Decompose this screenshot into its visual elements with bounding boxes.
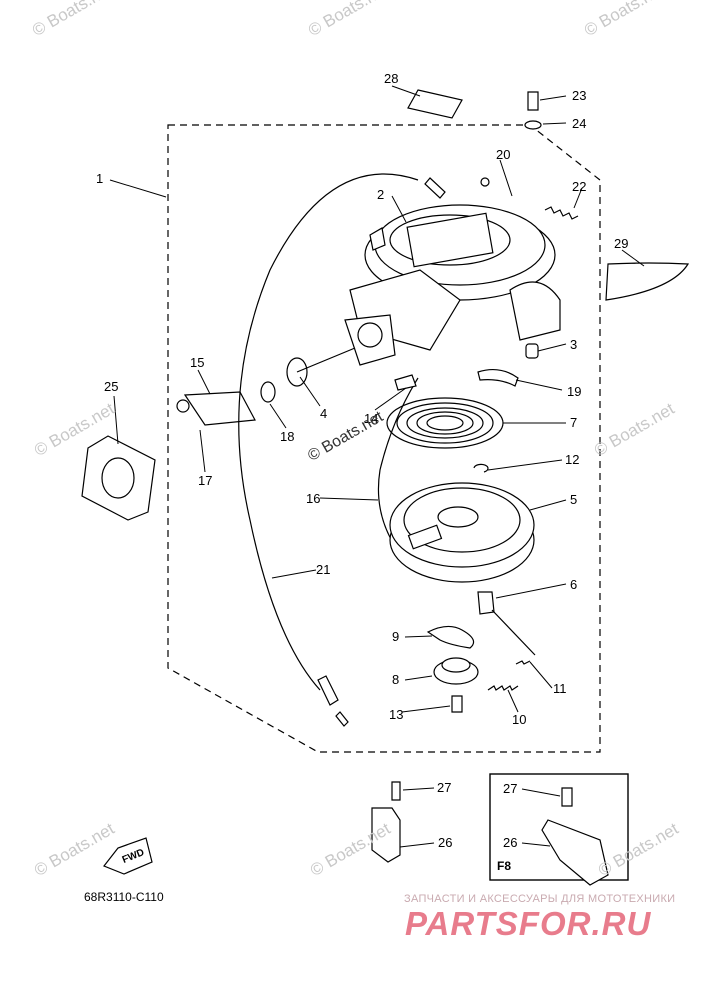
starter-cable [238,173,419,691]
inset-tag: F8 [497,859,512,873]
label-4: 4 [320,406,328,421]
label-29: 29 [614,236,629,251]
leader-line [399,842,435,848]
return-spring [487,685,519,691]
label-21: 21 [316,562,331,577]
bolt-13 [451,695,463,713]
label-19: 19 [567,384,582,399]
inset-label-26: 26 [503,835,518,850]
drive-plate [433,657,479,685]
leader-line [621,249,645,267]
leader-line [109,179,167,198]
leader-line [374,387,407,411]
leader-line [299,376,321,407]
leader-line [495,583,567,599]
brand-logo[interactable]: PARTSFOR.RU [405,905,652,942]
leader-line [199,429,206,473]
spiral-spring [386,397,504,449]
label-28: 28 [384,71,399,86]
leader-line [404,675,433,681]
label-18: 18 [280,429,295,444]
label-23: 23 [572,88,587,103]
bolt-23 [527,91,539,111]
label-10: 10 [512,712,527,727]
leader-line [113,395,119,445]
leader-line [529,661,553,689]
starter-rope [377,377,419,561]
leader-line [521,842,551,847]
promo-text: ЗАПЧАСТИ И АКСЕССУАРЫ ДЛЯ МОТОТЕХНИКИ [404,893,676,905]
label-2: 2 [377,187,385,202]
label-13: 13 [389,707,404,722]
leader-line [391,195,407,223]
washer [524,120,542,130]
leader-line [391,85,421,97]
drive-pawl [477,591,495,615]
label-15: 15 [190,355,205,370]
label-plate [407,89,463,119]
leader-line [197,369,211,395]
label-3: 3 [570,337,578,352]
starter-case [349,204,561,351]
leader-line [401,705,451,713]
decal-plate [605,262,690,301]
leader-line [539,95,567,101]
label-27: 27 [437,780,452,795]
bracket [371,781,401,863]
label-1: 1 [96,171,104,186]
label-17: 17 [198,473,213,488]
pawl-spring [515,660,531,665]
pulley [389,482,535,583]
leader-line [319,497,379,501]
inset-box [489,773,629,881]
label-9: 9 [392,629,400,644]
leader-line [529,499,567,511]
collar [525,343,539,359]
label-12: 12 [565,452,580,467]
assembly-boundary [167,124,601,753]
inset-bracket [541,787,609,886]
circlip [473,463,489,473]
spring-stopper [480,177,490,187]
label-14: 14 [364,411,379,426]
leader-line [515,379,563,391]
friction-plate [426,625,475,649]
cam [477,368,519,387]
leader-line [573,187,583,209]
leader-line [402,787,435,791]
label-16: 16 [306,491,321,506]
grommet [81,435,156,521]
leader-line [507,689,519,713]
label-6: 6 [570,577,578,592]
label-7: 7 [570,415,578,430]
fwd-arrow [103,837,153,875]
leader-line [404,635,433,638]
leader-line [271,569,317,579]
leader-lines [109,85,645,848]
label-5: 5 [570,492,578,507]
label-24: 24 [572,116,587,131]
leader-line [537,343,567,352]
label-8: 8 [392,672,400,687]
leader-line [269,403,287,429]
label-20: 20 [496,147,511,162]
label-11: 11 [553,681,567,696]
drawing-code: 68R3110-C110 [84,890,164,904]
label-25: 25 [104,379,119,394]
leader-line [487,459,563,471]
coil-spring [544,206,579,220]
label-26: 26 [438,835,453,850]
leader-line [499,159,513,197]
leader-line [521,788,561,797]
leader-line [542,122,567,125]
handle-housing [176,314,396,426]
inset-label-27: 27 [503,781,518,796]
label-22: 22 [572,179,587,194]
